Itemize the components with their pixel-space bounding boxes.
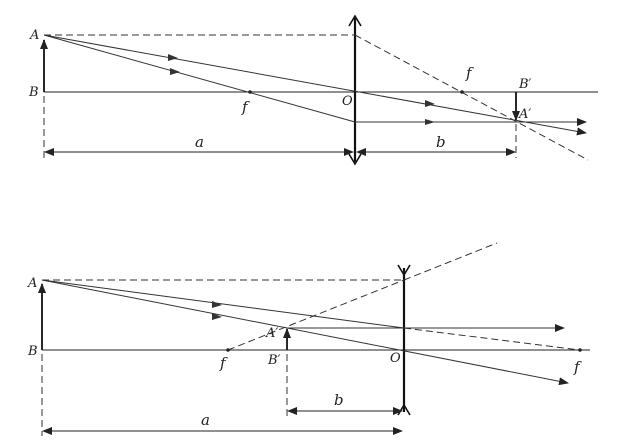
- label-b-top: b: [436, 133, 446, 151]
- focus-point-right: [460, 90, 464, 94]
- focus-point-left: [248, 90, 252, 94]
- label-f-right-top: f: [465, 64, 474, 82]
- label-f-left-top: f: [241, 98, 250, 116]
- label-a-top: a: [195, 133, 204, 151]
- dashed-forward-extension: [403, 242, 498, 281]
- ray-through-focus: [43, 34, 356, 123]
- label-f-left-bottom: f: [219, 354, 228, 372]
- focus-point-left-bottom: [226, 348, 230, 352]
- dashed-to-right-focus: [403, 327, 581, 351]
- label-O-top: O: [342, 94, 353, 109]
- label-b-bottom: b: [334, 391, 344, 409]
- ray-arrowhead: [212, 313, 222, 320]
- diverging-lens-diagram: A B O A′ B′ f f b a: [27, 242, 590, 436]
- label-f-right-bottom: f: [573, 358, 582, 376]
- ray-arrowhead: [425, 100, 435, 107]
- converging-lens-diagram: A B O f f B′ A′ a b: [28, 14, 598, 166]
- label-A-prime-bottom: A′: [265, 326, 278, 341]
- label-B-prime-top: B′: [518, 77, 532, 92]
- focus-point-right-bottom: [578, 348, 582, 352]
- lens-top-notch: [397, 264, 411, 277]
- lens-top-arrow: [348, 14, 362, 27]
- label-A-bottom: A: [27, 276, 37, 291]
- label-a-bottom: a: [201, 411, 210, 429]
- label-B-bottom: B: [27, 344, 38, 359]
- ray-toward-focus: [41, 279, 405, 329]
- lens-bottom-arrow: [348, 153, 362, 166]
- label-B-prime-bottom: B′: [267, 353, 281, 368]
- label-A-prime-top: A′: [518, 107, 531, 122]
- ray-through-center: [43, 34, 587, 136]
- dashed-back-extension: [227, 279, 405, 351]
- ray-arrowhead: [170, 68, 180, 75]
- label-B-top: B: [28, 85, 39, 100]
- ray-arrowhead: [168, 54, 178, 61]
- ray-arrowhead: [425, 119, 435, 125]
- label-O-bottom: O: [390, 351, 401, 366]
- dashed-refracted-top: [354, 34, 589, 161]
- ray-arrowhead: [212, 301, 222, 308]
- label-A-top: A: [29, 28, 39, 43]
- ray-through-center-bottom: [41, 279, 569, 386]
